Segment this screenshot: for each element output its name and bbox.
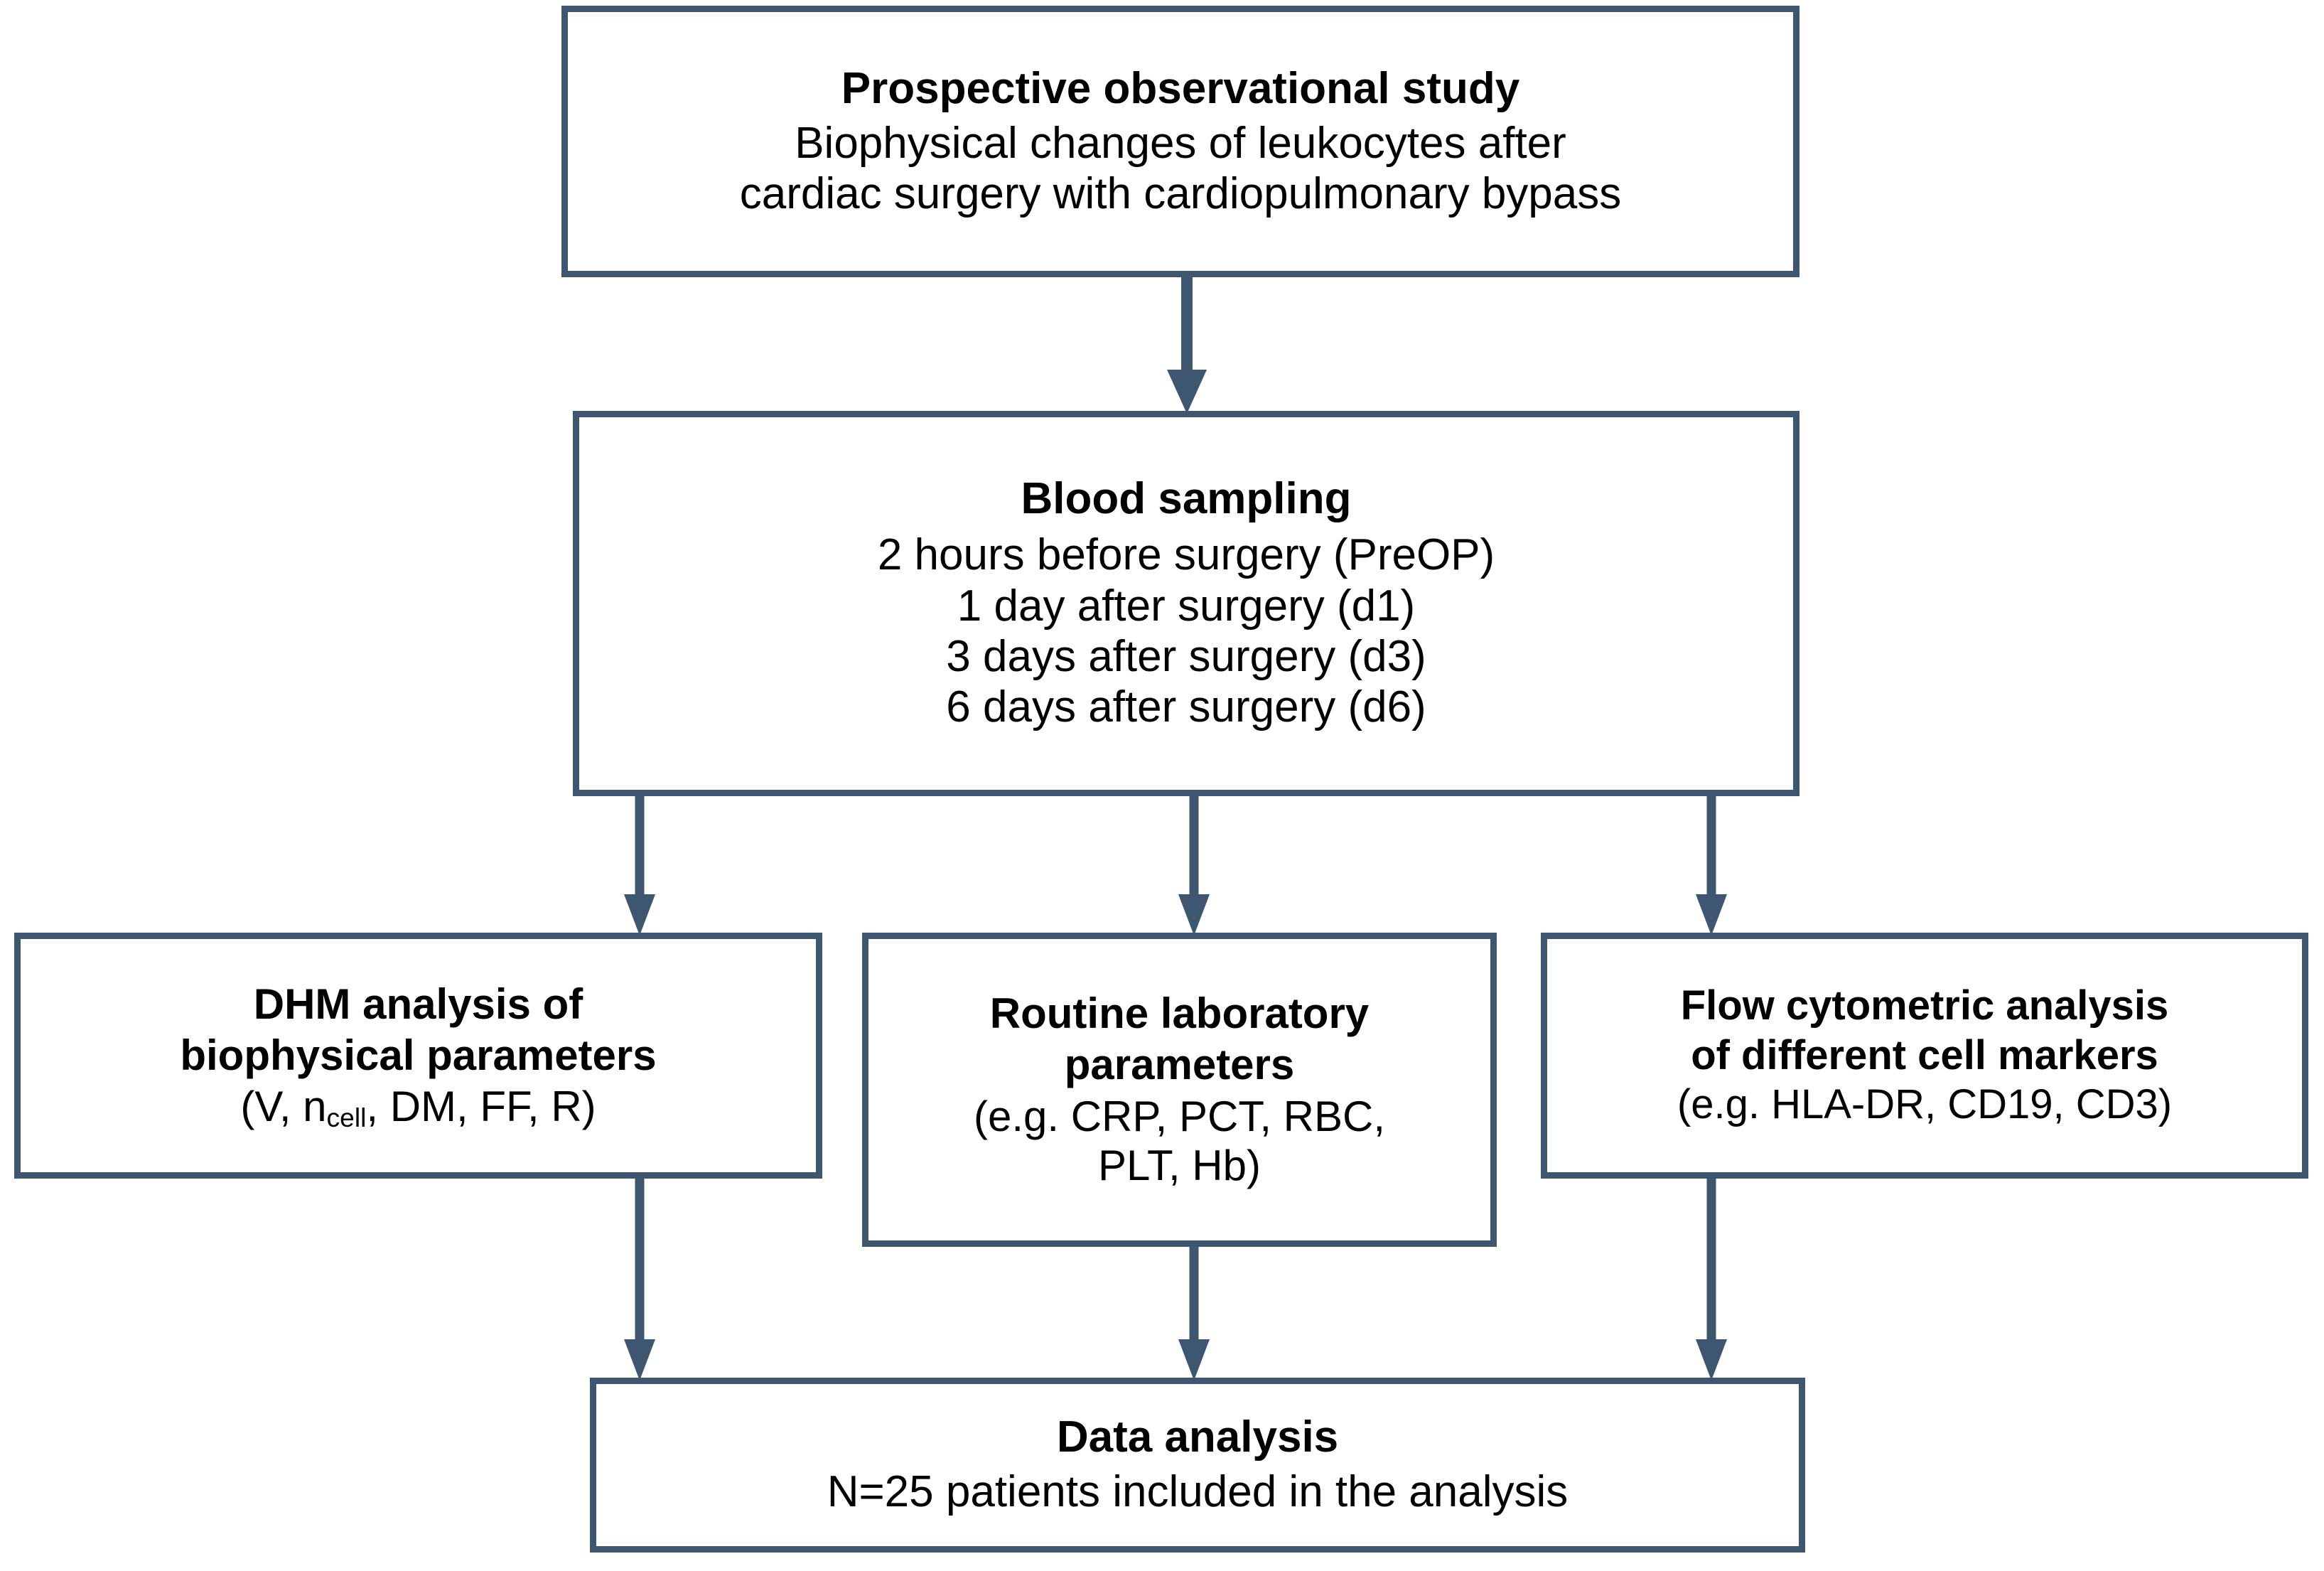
arrow-shaft [1189,795,1199,898]
node-lab-title-line-2: parameters [1064,1041,1295,1088]
node-dhm-params-suffix: , DM, FF, R) [366,1083,596,1131]
node-lab-line-2: PLT, Hb) [1098,1141,1261,1189]
arrow-head-icon [1178,894,1210,935]
node-data-title: Data analysis [1056,1412,1339,1462]
arrow-head-icon [1178,1339,1210,1380]
arrow-lab-to-data [1166,1247,1222,1380]
node-sampling-line-1: 2 hours before surgery (PreOP) [877,530,1495,580]
arrow-head-icon [1167,370,1207,414]
arrow-shaft [635,795,645,898]
node-flow-title-line-2: of different cell markers [1691,1031,2158,1078]
arrow-shaft [1706,1179,1716,1341]
node-dhm-analysis: DHM analysis of biophysical parameters (… [14,933,822,1179]
node-study-line-1: Biophysical changes of leukocytes after [795,118,1566,168]
arrow-shaft [1706,795,1716,898]
node-study-line-2: cardiac surgery with cardiopulmonary byp… [739,169,1622,219]
arrow-dhm-to-data [611,1179,668,1380]
arrow-shaft [1189,1247,1199,1342]
node-sampling-line-4: 6 days after surgery (d6) [946,682,1426,732]
node-lab-title-line-1: Routine laboratory [989,990,1370,1038]
arrow-head-icon [624,1339,655,1380]
arrow-sampling-to-dhm [611,795,668,935]
node-flow-title-line-1: Flow cytometric analysis [1680,982,2169,1029]
arrow-shaft [635,1179,645,1341]
node-dhm-params-subscript: cell [326,1103,367,1133]
node-flow-cytometric-analysis: Flow cytometric analysis of different ce… [1541,933,2308,1179]
arrow-sampling-to-flow [1683,795,1740,935]
node-sampling-line-2: 1 day after surgery (d1) [957,581,1416,631]
node-dhm-title-line-2: biophysical parameters [180,1031,657,1079]
node-prospective-observational-study: Prospective observational study Biophysi… [561,6,1800,277]
arrow-study-to-sampling [1158,276,1215,414]
arrow-head-icon [624,894,655,935]
node-blood-sampling: Blood sampling 2 hours before surgery (P… [573,411,1800,796]
node-sampling-title: Blood sampling [1021,474,1352,524]
node-flow-line-1: (e.g. HLA-DR, CD19, CD3) [1677,1081,2173,1128]
node-sampling-line-3: 3 days after surgery (d3) [946,632,1426,682]
node-dhm-parameters: (V, ncell, DM, FF, R) [240,1082,596,1133]
node-study-title: Prospective observational study [841,63,1520,113]
node-lab-line-1: (e.g. CRP, PCT, RBC, [973,1092,1386,1140]
node-data-line-1: N=25 patients included in the analysis [827,1467,1569,1517]
node-data-analysis: Data analysis N=25 patients included in … [590,1378,1805,1553]
node-dhm-params-prefix: (V, n [240,1083,327,1131]
arrow-flow-to-data [1683,1179,1740,1380]
arrow-sampling-to-lab [1166,795,1222,935]
arrow-head-icon [1696,1339,1727,1380]
node-dhm-title-line-1: DHM analysis of [253,980,583,1028]
arrow-head-icon [1696,894,1727,935]
node-routine-laboratory-parameters: Routine laboratory parameters (e.g. CRP,… [862,933,1497,1247]
arrow-shaft [1181,276,1193,372]
